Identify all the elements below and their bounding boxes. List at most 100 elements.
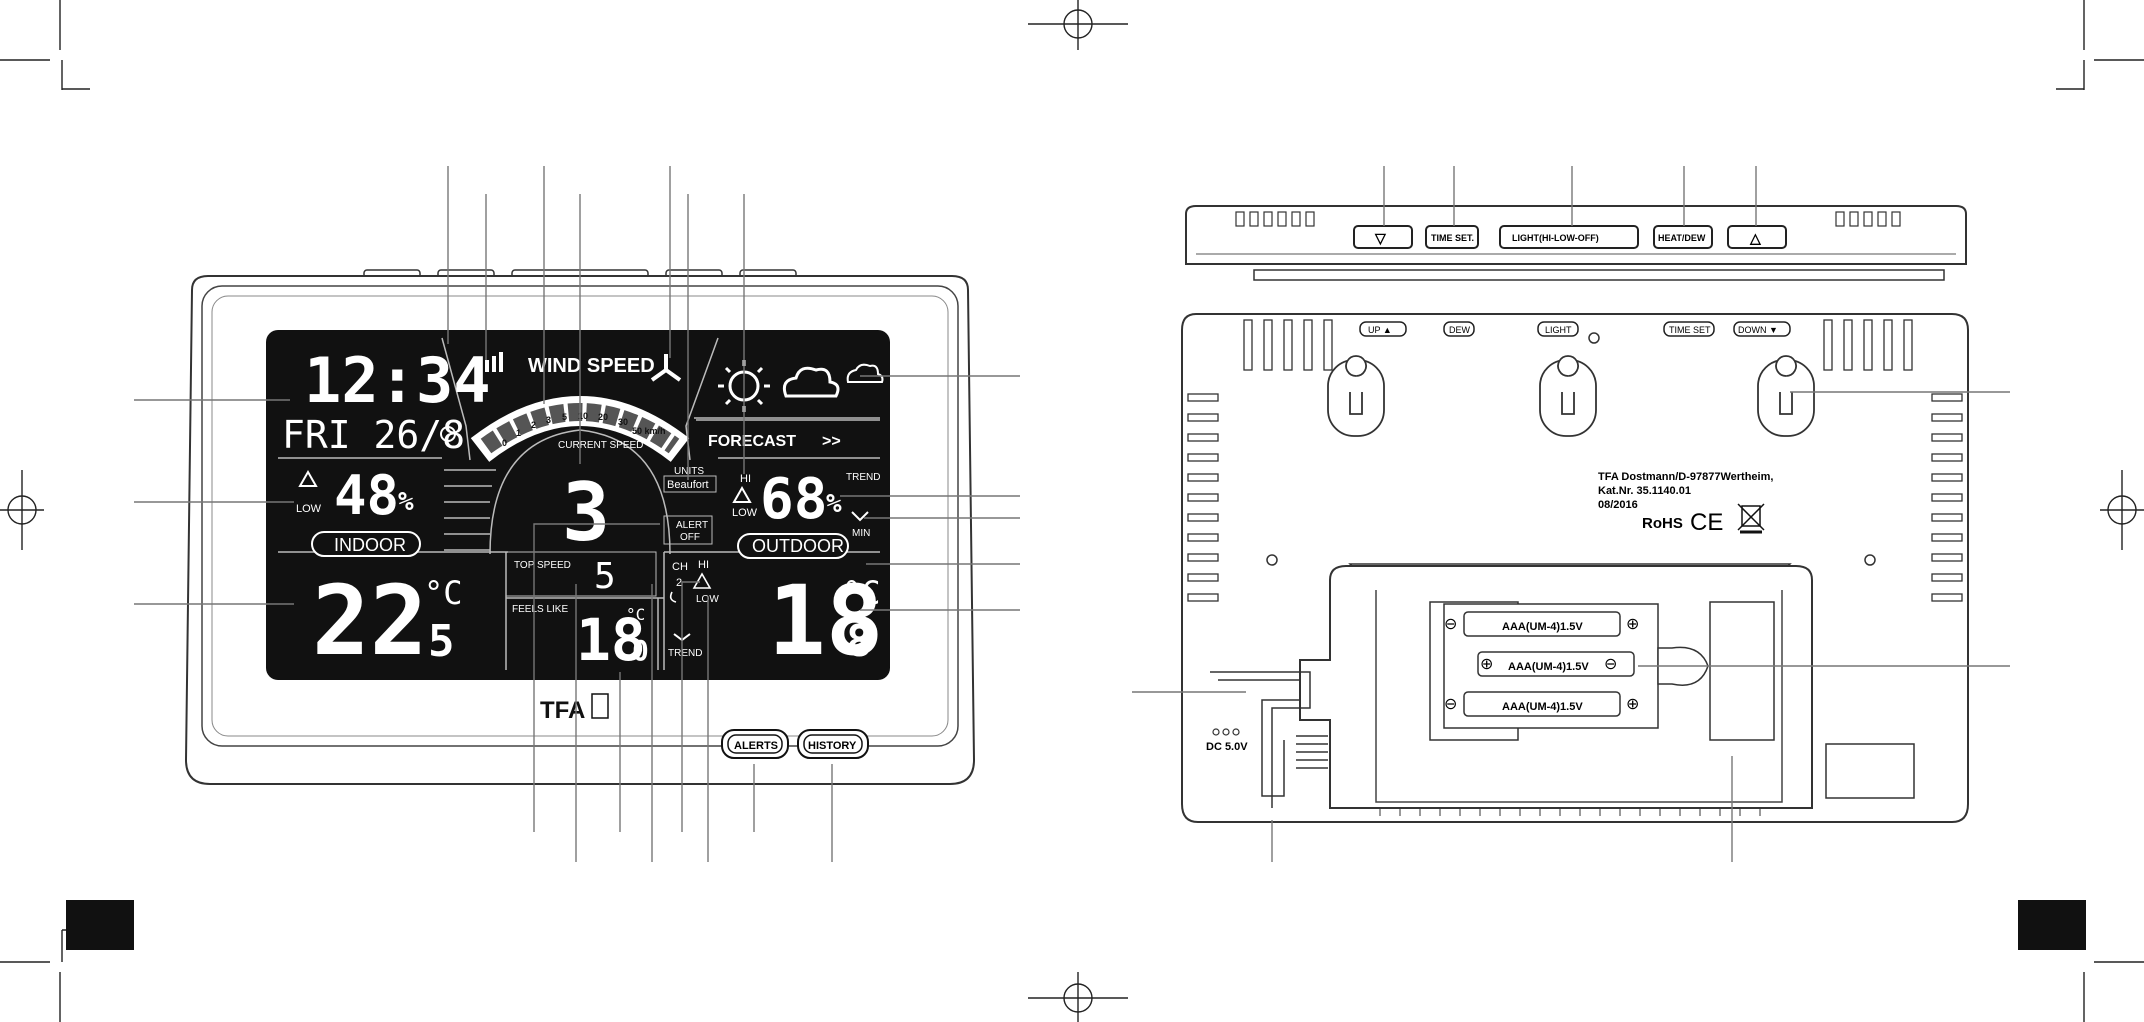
wind-scale-labels: 0 1 2 3 5 10 20 30 50 km/h xyxy=(502,411,666,448)
cloud-icon xyxy=(782,366,840,398)
wind-scale-tick: 0 xyxy=(502,438,507,448)
units-label: UNITS xyxy=(674,466,704,477)
battery-1-minus: ⊖ xyxy=(1444,616,1457,633)
current-speed-text: CURRENT SPEED xyxy=(558,440,643,451)
indoor-low: LOW xyxy=(296,503,322,515)
info-line-3: 08/2016 xyxy=(1598,499,1638,511)
top-light-label: LIGHT(HI-LOW-OFF) xyxy=(1512,233,1599,243)
wind-scale-tick: 10 xyxy=(578,411,588,421)
wind-scale-tick: 30 xyxy=(618,417,628,427)
indoor-temp-dec: 5 xyxy=(428,616,455,667)
top-up-label: △ xyxy=(1749,230,1762,246)
info-line-2: Kat.Nr. 35.1140.01 xyxy=(1598,485,1691,497)
back-dew-label-box xyxy=(1443,321,1475,337)
page-tab-left xyxy=(66,900,134,950)
center-alert-icon xyxy=(692,572,712,589)
alerts-button-label: ALERTS xyxy=(734,740,778,752)
back-light-label-box xyxy=(1537,321,1579,337)
top-time-set-label: TIME SET. xyxy=(1431,233,1474,243)
top-view: ▽ TIME SET. LIGHT(HI-LOW-OFF) HEAT/DEW △ xyxy=(1185,205,1967,281)
outdoor-label: OUTDOOR xyxy=(752,536,844,556)
wind-scale-tick: 1 xyxy=(516,428,521,438)
battery-3-label: AAA(UM-4)1.5V xyxy=(1502,701,1583,713)
outdoor-badge xyxy=(737,533,849,559)
radio-clock-icon xyxy=(440,426,456,442)
outdoor-min: MIN xyxy=(852,528,870,539)
forecast-arrows: >> xyxy=(822,433,841,450)
outdoor-trend-icon xyxy=(851,511,869,522)
back-up-label-box xyxy=(1359,321,1407,337)
top-vents xyxy=(1235,211,1901,227)
top-down-button[interactable] xyxy=(1353,225,1413,249)
fan-icon xyxy=(650,354,682,382)
front-callouts xyxy=(134,166,1020,862)
indoor-temp-unit: °C xyxy=(424,574,463,612)
indoor-humidity-unit: % xyxy=(398,487,414,517)
center-trend: TREND xyxy=(668,648,702,659)
indoor-badge xyxy=(311,531,421,557)
refresh-icon xyxy=(669,591,677,603)
outdoor-humidity: 68 xyxy=(760,467,827,532)
back-view: UP ▲ DEW LIGHT TIME SET DOWN ▼ TFA Dostm… xyxy=(1181,313,1969,823)
wind-speed-title: WIND SPEED xyxy=(528,355,655,377)
back-up-label: UP ▲ xyxy=(1368,325,1392,335)
top-up-button[interactable] xyxy=(1727,225,1787,249)
wind-scale-tick: 3 xyxy=(546,415,551,425)
outdoor-temp-main: 18 xyxy=(768,565,884,677)
wind-scale-tick: 2 xyxy=(531,420,536,430)
top-time-set-button[interactable] xyxy=(1425,225,1479,249)
info-line-1: TFA Dostmann/D-97877Wertheim, xyxy=(1598,471,1773,483)
clock-time: 12:34 xyxy=(304,344,491,417)
wind-scale-tick: 20 xyxy=(598,412,608,422)
back-down-label-box xyxy=(1733,321,1791,337)
rohs-mark: RoHS xyxy=(1642,515,1683,532)
units-value: Beaufort xyxy=(667,479,709,491)
label-area xyxy=(1825,743,1915,799)
top-light-button[interactable] xyxy=(1499,225,1639,249)
cable-channel xyxy=(1210,671,1311,808)
clock-date: FRI 26/8 xyxy=(282,413,465,457)
outdoor-low: LOW xyxy=(732,507,758,519)
outdoor-temp-dec: 8 xyxy=(846,616,873,667)
indoor-label: INDOOR xyxy=(334,535,406,555)
wind-scale-tick: 5 xyxy=(562,412,567,422)
brand-logo: TFA xyxy=(540,697,585,724)
top-heat-dew-label: HEAT/DEW xyxy=(1658,233,1706,243)
top-down-label: ▽ xyxy=(1374,230,1387,246)
history-button-label: HISTORY xyxy=(808,740,857,752)
feels-like-main: 18 xyxy=(576,606,646,674)
battery-2-plus: ⊕ xyxy=(1480,656,1493,673)
indoor-alert-icon xyxy=(298,469,318,487)
page-tab-right xyxy=(2018,900,2086,950)
battery-3: ⊖ AAA(UM-4)1.5V ⊕ xyxy=(1444,691,1639,717)
outdoor-hi: HI xyxy=(740,473,751,485)
weee-bin-icon xyxy=(1737,503,1765,534)
battery-1: ⊖ AAA(UM-4)1.5V ⊕ xyxy=(1444,611,1639,637)
channel-value: 2 xyxy=(676,577,682,589)
back-top-vents xyxy=(1243,319,1913,371)
dc-jack-symbol xyxy=(1212,728,1240,736)
alert-value: OFF xyxy=(680,532,700,543)
battery-2: ⊕ AAA(UM-4)1.5V ⊖ xyxy=(1477,651,1635,677)
feels-like-dec: 0 xyxy=(632,634,649,667)
top-speed-label: TOP SPEED xyxy=(514,560,571,571)
wall-mount-holes xyxy=(1327,355,1815,437)
battery-3-plus: ⊕ xyxy=(1626,696,1639,713)
wind-scale-tick: 50 km/h xyxy=(632,426,666,436)
back-side-vents xyxy=(1187,393,1963,602)
feels-like-unit: °C xyxy=(626,605,645,624)
back-light-label: LIGHT xyxy=(1545,325,1572,335)
top-speed-value: 5 xyxy=(594,556,616,597)
top-callouts xyxy=(1383,166,1757,226)
top-heat-dew-button[interactable] xyxy=(1653,225,1713,249)
indoor-temp-main: 22 xyxy=(312,565,428,677)
channel-label: CH xyxy=(672,561,688,573)
back-bottom-ridges xyxy=(1379,808,1761,816)
hatch-lines xyxy=(444,469,496,551)
back-down-label: DOWN ▼ xyxy=(1738,325,1778,335)
battery-3-minus: ⊖ xyxy=(1444,696,1457,713)
battery-2-minus: ⊖ xyxy=(1604,656,1617,673)
alert-label: ALERT xyxy=(676,520,708,531)
indoor-humidity: 48 xyxy=(334,464,399,527)
outdoor-temp-unit: °C xyxy=(842,574,881,612)
